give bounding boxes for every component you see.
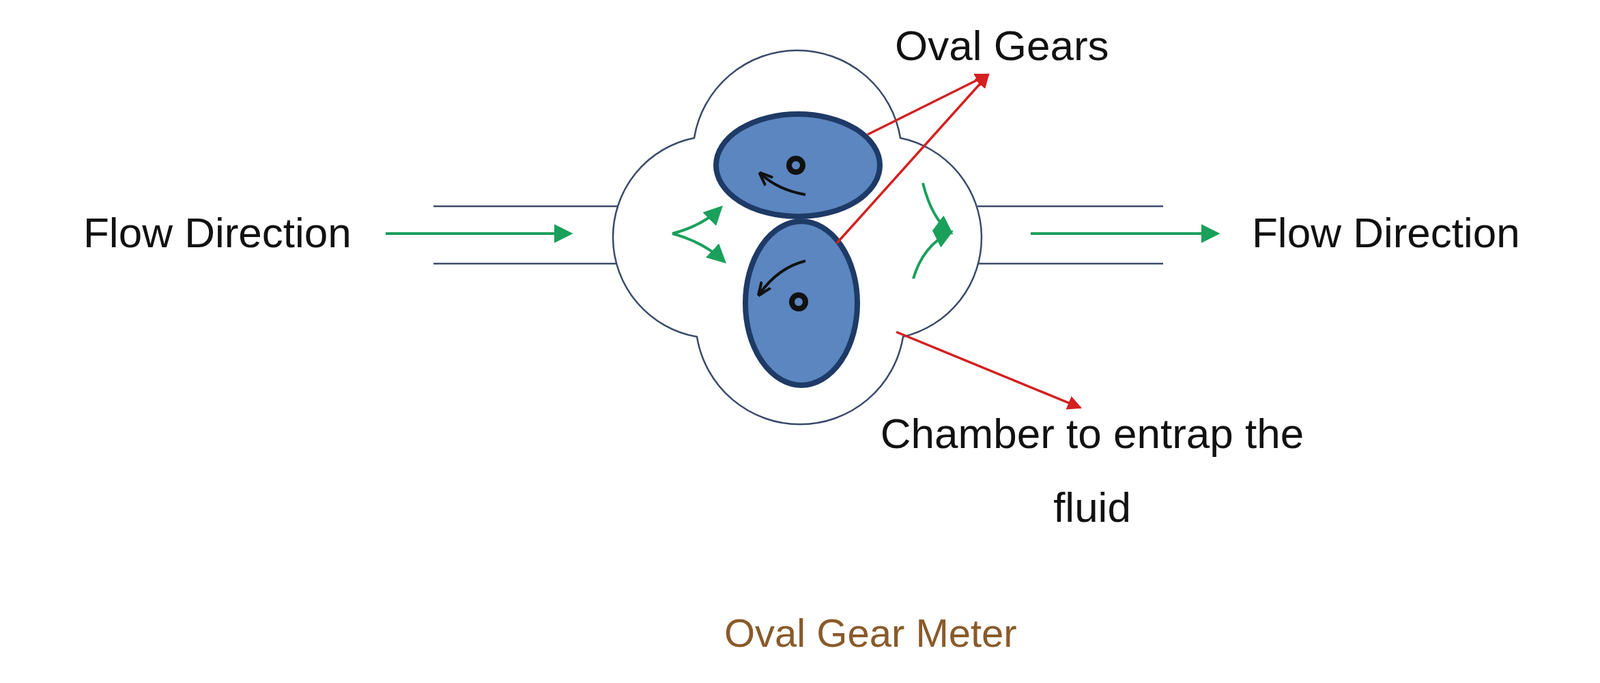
flow-label: Flow Direction xyxy=(83,207,352,259)
part-label: Oval Gears xyxy=(894,20,1110,71)
leader-line xyxy=(836,74,1081,408)
oval-gear xyxy=(745,221,858,385)
part-label: Chamber to entrap the fluid xyxy=(873,396,1311,545)
oval-gear xyxy=(716,113,880,217)
flow-arrow xyxy=(1030,232,1217,235)
flow-arrow xyxy=(385,232,570,235)
flow-label: Flow Direction xyxy=(1251,207,1521,259)
caption: Oval Gear Meter xyxy=(724,608,1018,657)
